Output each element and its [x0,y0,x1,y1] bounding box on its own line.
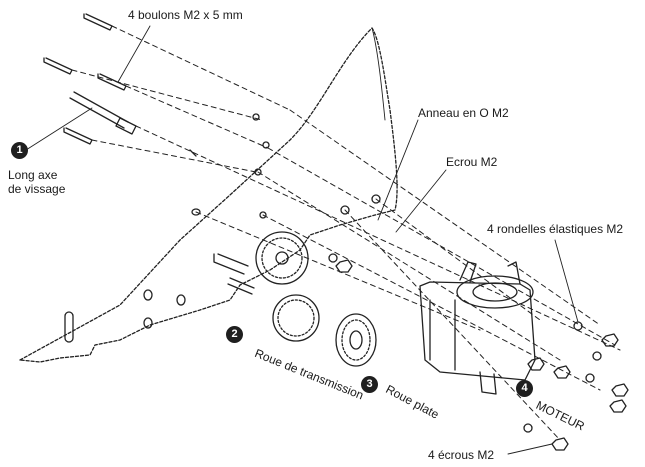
label-nuts4: 4 écrous M2 [428,448,495,462]
label-o-ring: Anneau en O M2 [418,106,509,120]
marker-4: 4 [516,380,533,397]
o-ring [328,253,338,263]
marker-3: 3 [361,376,378,393]
bolt-3 [97,73,127,91]
flat-wheel [335,313,377,367]
bolt-1 [83,13,113,31]
marker-1: 1 [11,142,28,159]
label-spring-washers: 4 rondelles élastiques M2 [487,222,624,236]
drive-wheel [272,294,320,342]
marker-2: 2 [226,326,243,343]
chassis-plate [19,27,398,363]
long-screw-axis [69,91,137,135]
bolt-4 [63,127,93,145]
label-long-axis-2: de vissage [8,182,66,196]
nut [335,259,353,273]
label-nut: Ecrou M2 [446,155,498,169]
bolt-2 [43,57,73,75]
large-gear [255,231,309,285]
label-long-axis-1: Long axe [8,168,58,182]
label-bolts: 4 boulons M2 x 5 mm [128,8,243,22]
motor [419,261,536,395]
